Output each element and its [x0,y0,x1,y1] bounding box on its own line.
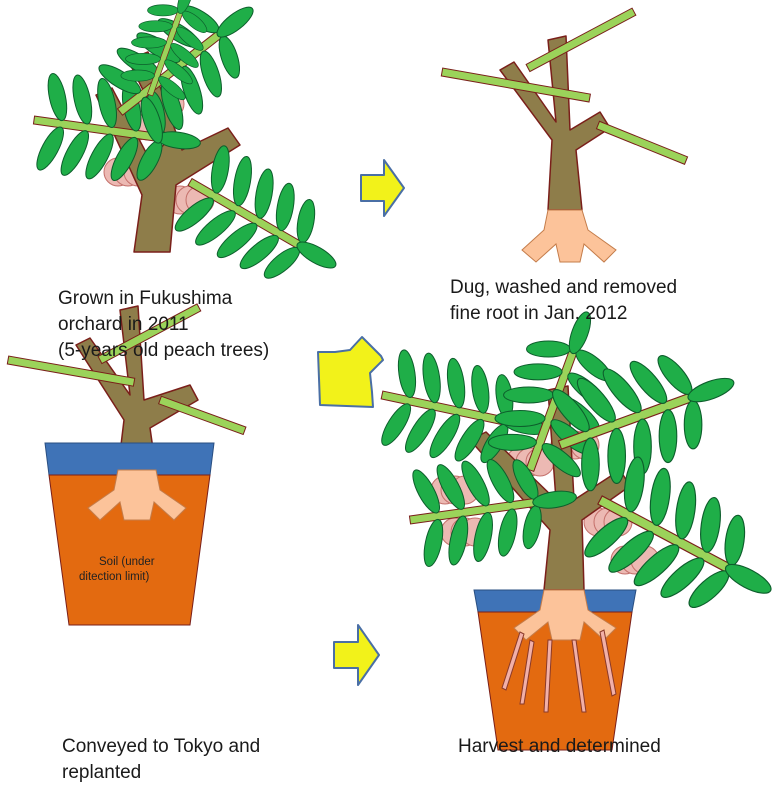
arrow-right-icon [361,160,404,216]
caption-step2-line2: fine root in Jan. 2012 [450,303,627,324]
caption-step4-line1: Harvest and determined [458,736,661,757]
arrow-down-left-icon [318,337,383,407]
soil-label-line2: ditection limit) [79,571,149,583]
caption-step1-line1: Grown in Fukushima [58,288,233,309]
harvest-tree-in-pot [371,294,774,750]
caption-step3-line1: Conveyed to Tokyo and [62,736,260,757]
arrow-right-icon [334,625,379,685]
caption-step2-line1: Dug, washed and removed [450,277,677,298]
caption-step1-line2: orchard in 2011 [58,314,189,335]
dug-bare-tree-2012 [441,8,687,262]
caption-step3-line2: replanted [62,762,141,783]
soil-label-line1: Soil (under [99,556,155,568]
tree-with-leaves-2011 [27,0,363,312]
caption-step1-line3: (5-years old peach trees) [58,340,269,361]
